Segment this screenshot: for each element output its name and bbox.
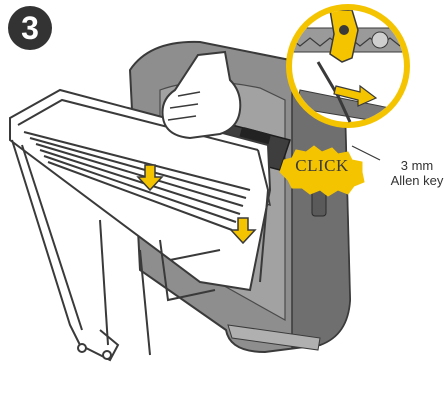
allen-key-icon (316, 61, 352, 123)
hand-icon (161, 50, 242, 140)
detail-magnifier (286, 4, 410, 128)
step-number-badge: 3 (8, 6, 52, 50)
allen-key-size: 3 mm (400, 158, 434, 173)
right-arrow-icon (333, 84, 378, 107)
allen-key-leader-line (351, 145, 381, 161)
allen-key-label: 3 mm Allen key (386, 158, 448, 188)
click-callout-label: CLICK (295, 156, 349, 175)
down-arrow-icon (136, 164, 164, 192)
allen-key-name: Allen key (390, 173, 444, 188)
click-callout (279, 145, 365, 197)
rear-rack (9, 88, 272, 362)
down-arrow-icon (229, 217, 257, 245)
